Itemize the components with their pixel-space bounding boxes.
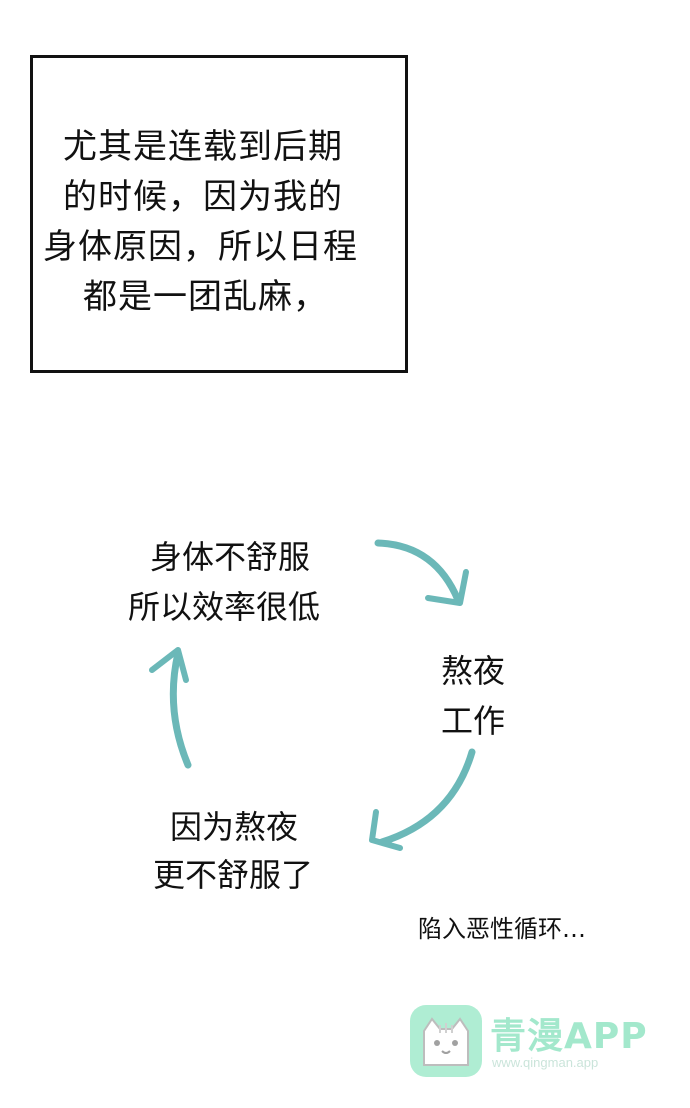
cycle-top-line-1: 身体不舒服 <box>150 538 311 576</box>
cycle-right-line-2: 工作 <box>441 702 506 740</box>
caption-line-2: 的时候，因为我的 <box>63 177 343 217</box>
arrow-bottom-right-head-icon <box>369 809 403 851</box>
vicious-cycle-note: 陷入恶性循环… <box>418 915 586 943</box>
cat-logo-icon <box>410 1005 482 1077</box>
watermark-title: 青漫APP <box>490 1016 648 1057</box>
arrow-left-icon <box>169 649 192 769</box>
caption-box <box>30 55 408 373</box>
caption-line-1: 尤其是连载到后期 <box>63 127 343 167</box>
arrow-bottom-right-icon <box>378 748 476 846</box>
watermark: 青漫APP www.qingman.app <box>410 1005 660 1080</box>
caption-line-3: 身体原因，所以日程 <box>43 227 358 267</box>
caption-line-4: 都是一团乱麻， <box>83 277 328 317</box>
cycle-top-line-2: 所以效率很低 <box>128 588 321 626</box>
arrow-top-right-icon <box>374 539 462 604</box>
cycle-right-line-1: 熬夜 <box>441 652 506 690</box>
arrow-left-head-icon <box>149 647 189 683</box>
arrow-top-right-head-icon <box>425 569 469 606</box>
cycle-bottom-line-1: 因为熬夜 <box>170 808 299 846</box>
watermark-url: www.qingman.app <box>492 1055 599 1070</box>
cycle-bottom-line-2: 更不舒服了 <box>153 856 314 894</box>
